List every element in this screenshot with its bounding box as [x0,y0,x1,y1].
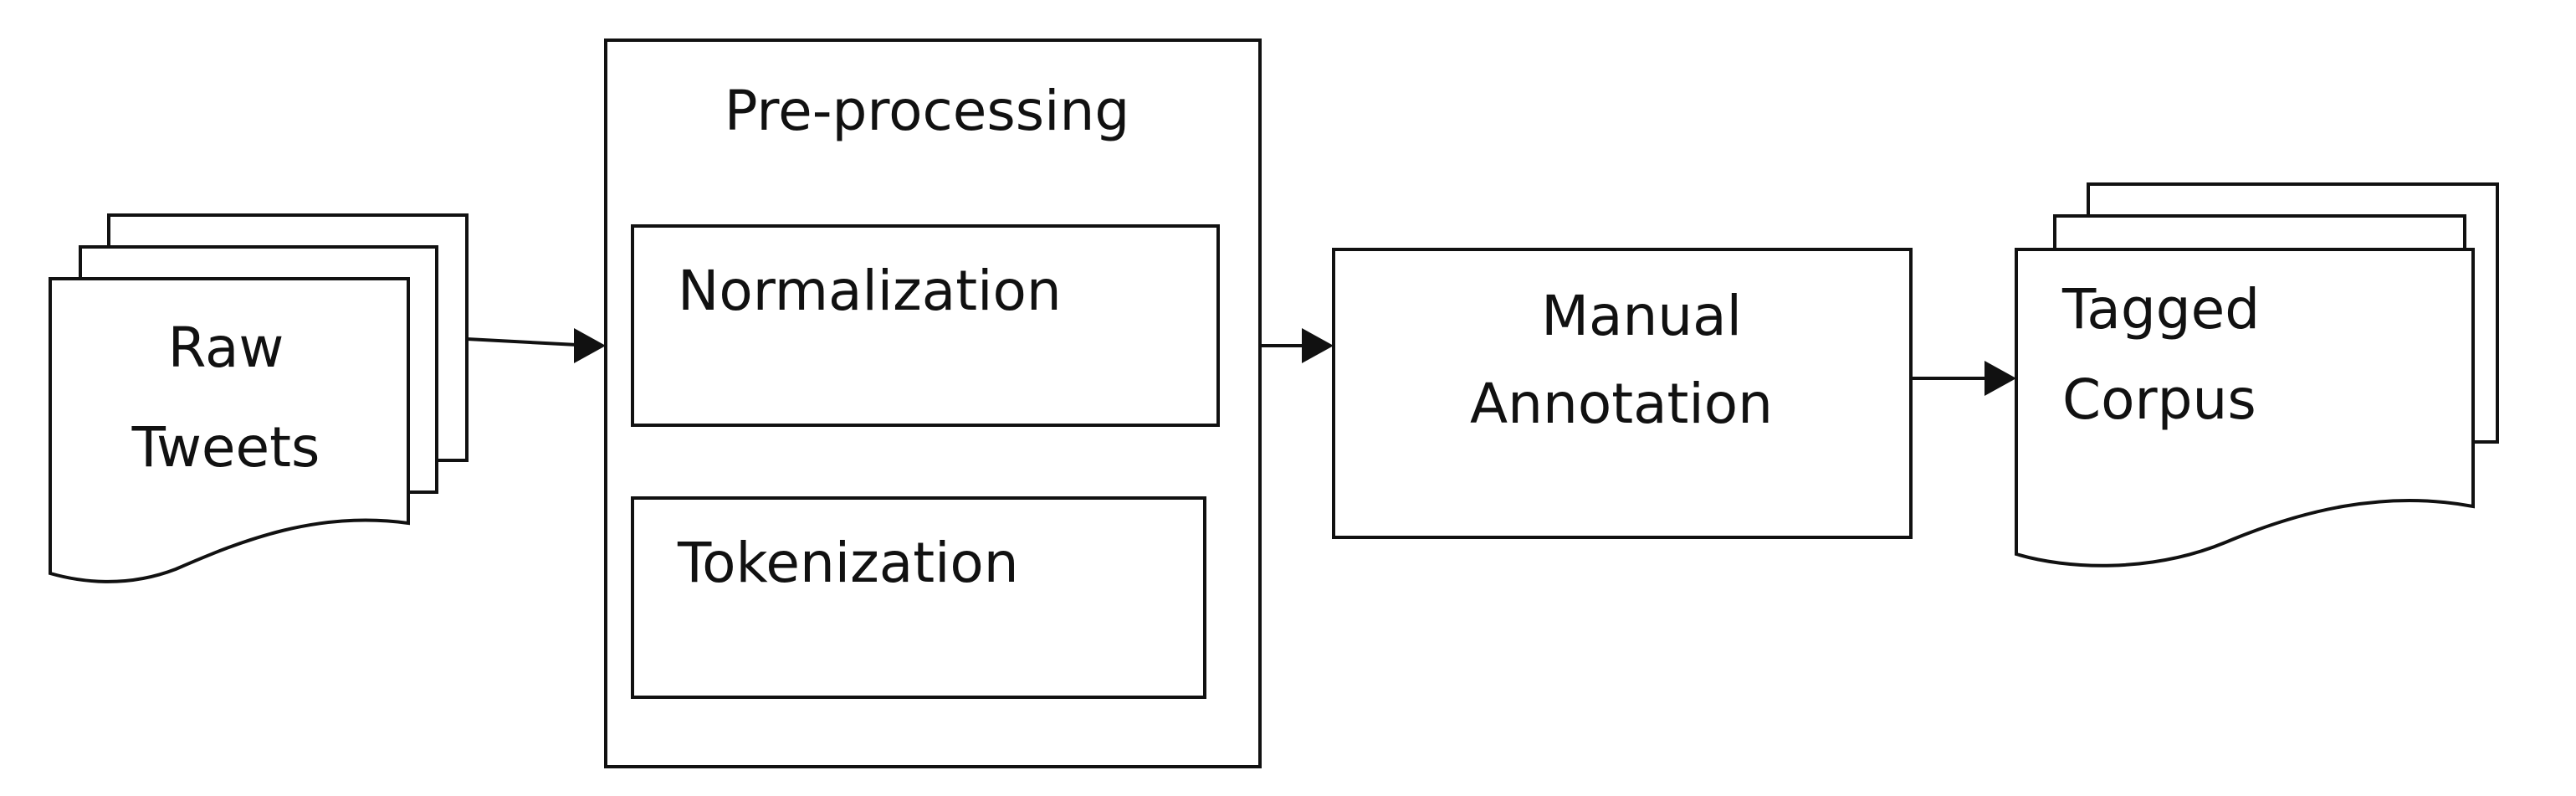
raw-tweets-label-line-2: Tweets [131,415,320,480]
arrowhead-icon [1984,361,2016,396]
manual-annotation-node: Manual Annotation [1332,248,1913,539]
arrowhead-icon [574,328,606,363]
preprocessing-title: Pre-processing [725,79,1129,143]
tagged-corpus-label-line-2: Corpus [2062,367,2256,432]
tokenization-step-label: Tokenization [677,531,1019,595]
manual-annotation-box [1332,248,1913,539]
raw-tweets-node: Raw Tweets [49,213,469,583]
normalization-step-label: Normalization [678,259,1062,323]
tokenization-step-box [631,496,1206,699]
tagged-corpus-node: Tagged Corpus [2015,182,2499,567]
preprocessing-node: Pre-processing Normalization Tokenizatio… [604,39,1262,768]
raw-tweets-page-front [49,277,410,583]
edge-raw-tweets-to-preprocessing [466,328,606,363]
tagged-corpus-page-front [2015,248,2475,567]
edge-preprocessing-to-manual-annotation [1260,328,1334,363]
raw-tweets-label-line-1: Raw [168,316,284,380]
arrowhead-icon [1302,328,1334,363]
manual-annotation-label-line-2: Annotation [1470,372,1773,436]
edge-manual-annotation-to-tagged-corpus [1911,361,2016,396]
normalization-step-box [631,224,1220,427]
manual-annotation-label-line-1: Manual [1541,284,1742,348]
tagged-corpus-label-line-1: Tagged [2061,277,2260,342]
edge-line [466,337,578,347]
